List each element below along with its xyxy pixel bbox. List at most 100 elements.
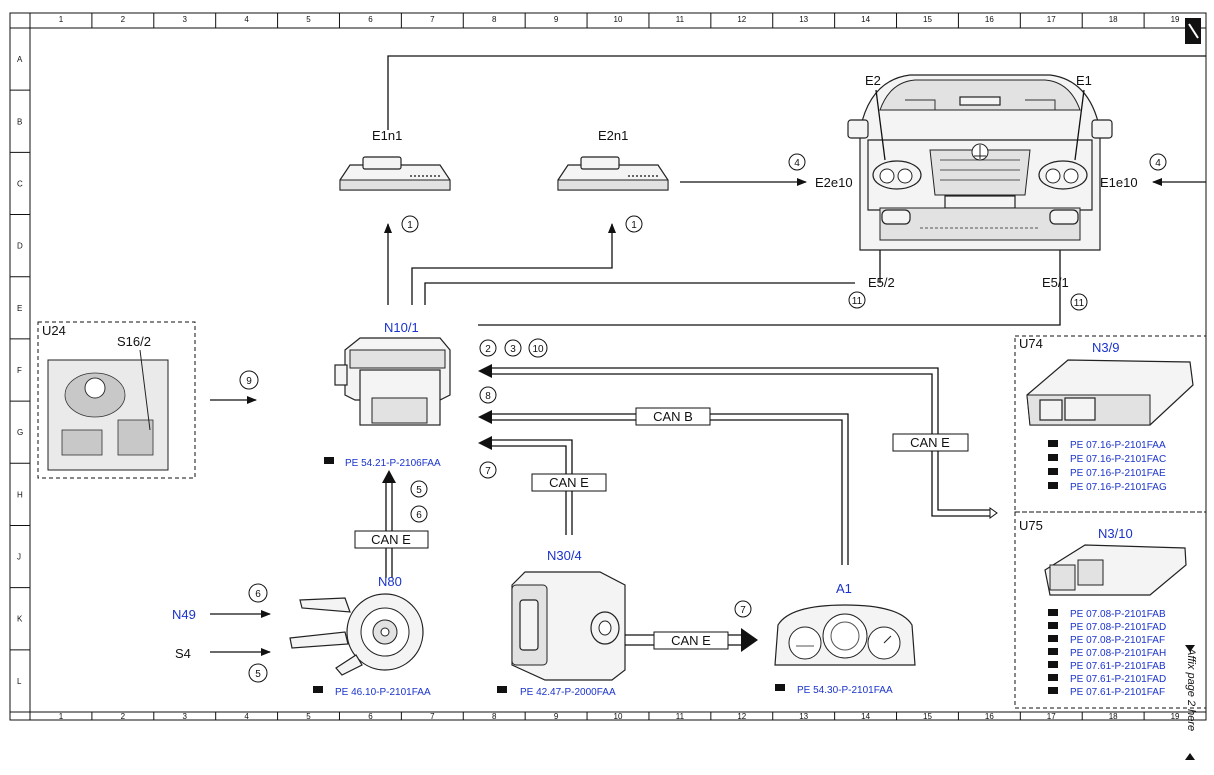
reference-link[interactable]: PE 07.61-P-2101FAF <box>1070 687 1165 698</box>
u74-refs: PE 07.16-P-2101FAA PE 07.16-P-2101FAC PE 0… <box>1048 440 1167 493</box>
can-b-box: CAN B <box>635 407 711 426</box>
col-tick-top-12: 12 <box>737 15 746 24</box>
row-tick-B: B <box>17 117 22 126</box>
e1-label: E1 <box>1076 73 1092 88</box>
n10-1-label: N10/1 <box>384 320 419 335</box>
e1e10-label: E1e10 <box>1100 175 1138 190</box>
col-tick-bottom-4: 4 <box>244 712 249 721</box>
col-tick-bottom-5: 5 <box>306 712 311 721</box>
circle-1b: 1 <box>625 215 643 233</box>
svg-text:2: 2 <box>485 344 491 355</box>
n3-9-label: N3/9 <box>1092 340 1119 355</box>
reference-link[interactable]: PE 07.61-P-2101FAB <box>1070 661 1166 672</box>
reference-hand-icon <box>1048 661 1058 668</box>
col-tick-top-19: 19 <box>1171 15 1180 24</box>
u75-label: U75 <box>1019 518 1043 533</box>
svg-text:5: 5 <box>255 669 261 680</box>
e1n1-label: E1n1 <box>372 128 402 143</box>
reference-hand-icon <box>1048 454 1058 461</box>
n3-9-ecu <box>1026 359 1194 426</box>
col-tick-top-7: 7 <box>430 15 435 24</box>
u75-refs: PE 07.08-P-2101FAB PE 07.08-P-2101FAD PE 0… <box>1048 609 1166 698</box>
row-tick-A: A <box>17 55 23 64</box>
svg-text:CAN B: CAN B <box>653 409 693 424</box>
circle-5b: 5 <box>248 663 268 683</box>
reference-link[interactable]: PE 07.61-P-2101FAD <box>1070 674 1166 685</box>
reference-hand-icon <box>1048 609 1058 616</box>
col-tick-bottom-9: 9 <box>554 712 559 721</box>
row-tick-J: J <box>17 553 21 562</box>
col-tick-bottom-1: 1 <box>59 712 64 721</box>
e1n1-module <box>339 156 451 191</box>
svg-text:1: 1 <box>407 220 413 231</box>
reference-hand-icon <box>1048 468 1058 475</box>
circle-9: 9 <box>239 370 259 390</box>
reference-hand-icon <box>1048 648 1058 655</box>
col-tick-bottom-11: 11 <box>676 712 685 721</box>
col-tick-bottom-18: 18 <box>1109 712 1118 721</box>
svg-text:6: 6 <box>255 589 261 600</box>
row-tick-E: E <box>17 304 22 313</box>
col-tick-bottom-2: 2 <box>121 712 126 721</box>
svg-text:4: 4 <box>1155 158 1161 169</box>
col-tick-top-18: 18 <box>1109 15 1118 24</box>
reference-link[interactable]: PE 07.08-P-2101FAD <box>1070 622 1166 633</box>
row-tick-D: D <box>17 242 23 251</box>
reference-link[interactable]: PE 07.08-P-2101FAB <box>1070 609 1166 620</box>
row-tick-K: K <box>17 615 23 624</box>
svg-text:PE 54.30-P-2101FAA: PE 54.30-P-2101FAA <box>797 685 893 696</box>
col-tick-top-17: 17 <box>1047 15 1056 24</box>
e5-1-label: E5/1 <box>1042 275 1069 290</box>
row-tick-L: L <box>17 677 22 686</box>
reference-link[interactable]: PE 07.08-P-2101FAF <box>1070 635 1165 646</box>
col-tick-bottom-16: 16 <box>985 712 994 721</box>
column-ticks: 1122334455667788991010111112121313141415… <box>59 13 1180 721</box>
n30-4-unit <box>511 571 626 681</box>
reference-link[interactable]: PE 07.16-P-2101FAG <box>1070 482 1167 493</box>
col-tick-top-2: 2 <box>121 15 126 24</box>
circle-2: 2 <box>479 339 497 357</box>
n80-label: N80 <box>378 574 402 589</box>
col-tick-top-15: 15 <box>923 15 932 24</box>
svg-text:7: 7 <box>485 466 491 477</box>
svg-text:9: 9 <box>246 376 252 387</box>
circle-11a: 11 <box>848 291 866 309</box>
circle-8: 8 <box>479 386 497 404</box>
col-tick-top-6: 6 <box>368 15 373 24</box>
n3-10-ecu <box>1044 544 1187 596</box>
u74-box <box>1014 335 1207 513</box>
u75-box <box>1014 511 1207 709</box>
grid-frame: 1122334455667788991010111112121313141415… <box>9 12 1207 721</box>
col-tick-bottom-7: 7 <box>430 712 435 721</box>
u74-label: U74 <box>1019 336 1043 351</box>
reference-hand-icon <box>1048 674 1058 681</box>
col-tick-top-9: 9 <box>554 15 559 24</box>
col-tick-top-1: 1 <box>59 15 64 24</box>
reference-link[interactable]: PE 07.08-P-2101FAH <box>1070 648 1166 659</box>
n30-4-label: N30/4 <box>547 548 582 563</box>
svg-text:PE 54.21-P-2106FAA: PE 54.21-P-2106FAA <box>345 458 441 469</box>
col-tick-top-3: 3 <box>183 15 188 24</box>
reference-hand-icon <box>1048 482 1058 489</box>
circle-7a: 7 <box>479 461 497 479</box>
reference-link[interactable]: PE 07.16-P-2101FAA <box>1070 440 1166 451</box>
reference-link[interactable]: PE 07.16-P-2101FAE <box>1070 468 1166 479</box>
can-e-n80-box: CAN E <box>354 530 429 549</box>
svg-text:11: 11 <box>1074 298 1085 309</box>
svg-text:11: 11 <box>852 296 863 307</box>
reference-link[interactable]: PE 07.16-P-2101FAC <box>1070 454 1166 465</box>
svg-text:8: 8 <box>485 391 491 402</box>
reference-hand-icon <box>1048 622 1058 629</box>
reference-hand-icon <box>1048 687 1058 694</box>
col-tick-top-13: 13 <box>799 15 808 24</box>
can-e-right-box: CAN E <box>892 433 969 452</box>
svg-text:PE 42.47-P-2000FAA: PE 42.47-P-2000FAA <box>520 687 616 698</box>
s4-label: S4 <box>175 646 191 661</box>
can-e-a1-box: CAN E <box>653 631 729 650</box>
n10-1-module <box>334 337 451 426</box>
u24-box <box>37 321 196 479</box>
n49-label: N49 <box>172 607 196 622</box>
circle-3: 3 <box>504 339 522 357</box>
e2n1-module <box>557 156 669 191</box>
col-tick-bottom-13: 13 <box>799 712 808 721</box>
